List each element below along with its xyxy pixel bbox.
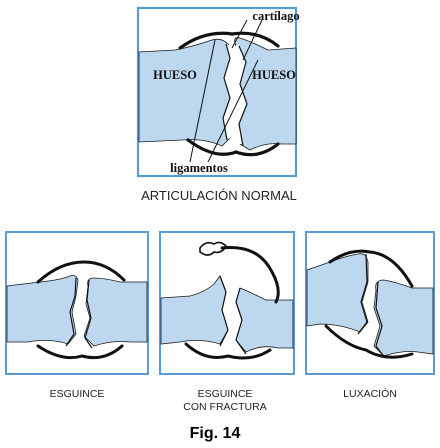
sprain-fracture-caption-line-2: CON FRACTURA (183, 401, 266, 413)
right-bone-label: HUESO (252, 68, 296, 82)
sprain-fracture-caption-line-1: ESGUINCE (198, 388, 253, 400)
figure-caption: Fig. 14 (190, 425, 241, 442)
normal-joint-panel: cartílago HUESO HUESO ligamentos (138, 8, 300, 176)
ligaments-label: ligamentos (170, 161, 228, 175)
cartilage-label: cartílago (252, 9, 299, 23)
sprain-fracture-panel (160, 232, 294, 374)
left-bone-label: HUESO (153, 68, 197, 82)
dislocation-right-bone (374, 280, 433, 356)
normal-joint-caption: ARTICULACIÓN NORMAL (141, 188, 297, 203)
sprain-right-bone (84, 278, 147, 346)
left-bone (139, 39, 233, 146)
dislocation-panel (306, 232, 434, 374)
sprain-left-bone (7, 276, 78, 345)
dislocation-caption: LUXACIÓN (343, 387, 397, 400)
sprain-panel (6, 232, 148, 374)
sprain-caption: ESGUINCE (50, 388, 105, 400)
